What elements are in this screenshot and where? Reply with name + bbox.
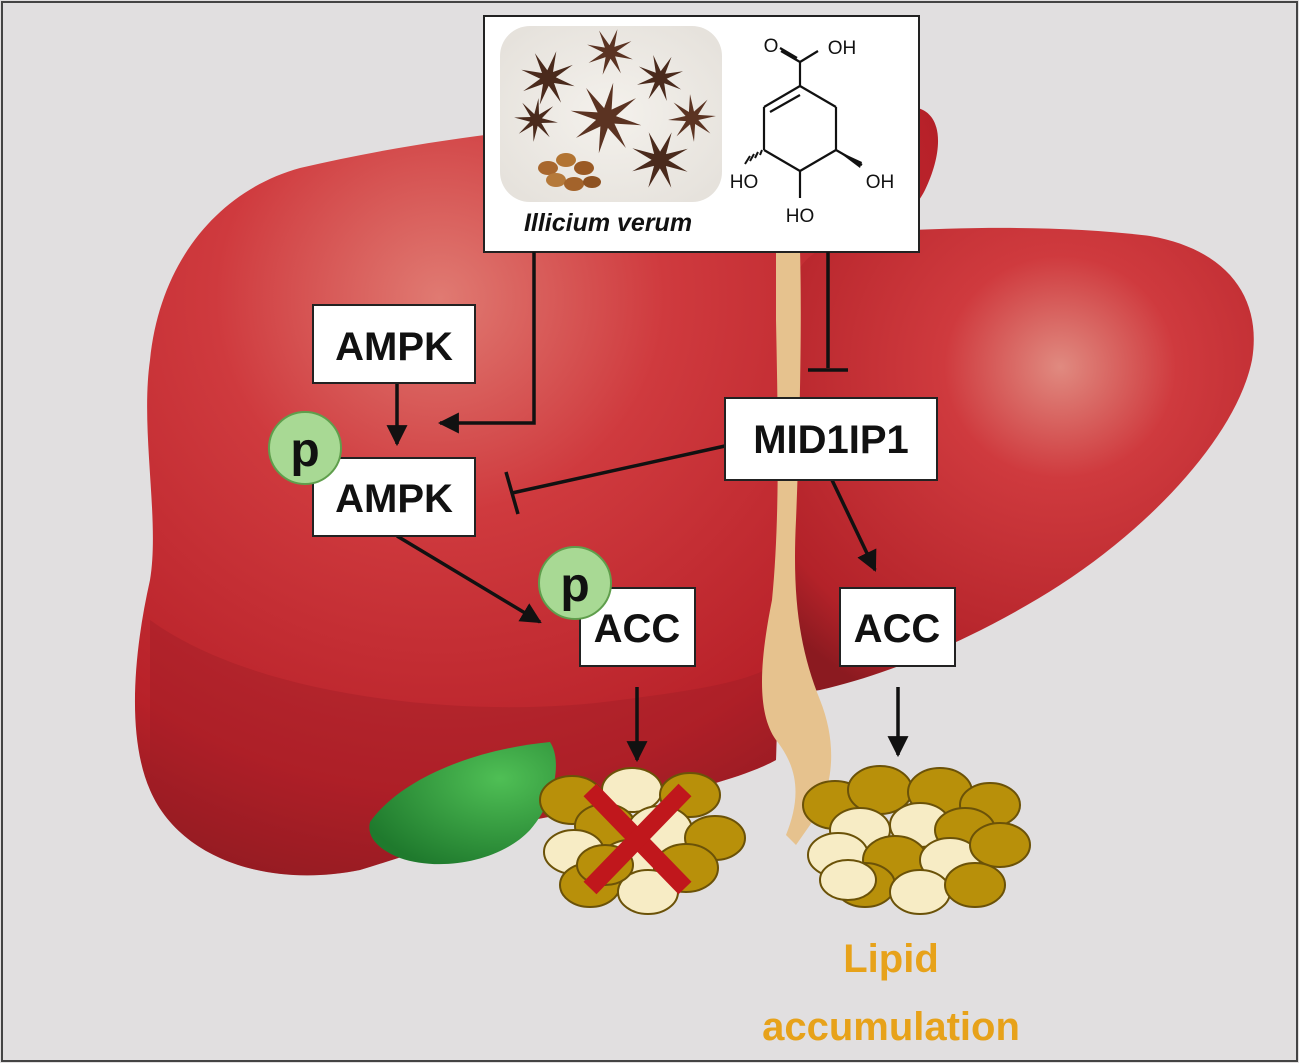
p-ampk-box [312, 457, 476, 537]
wedge-bond [836, 150, 862, 168]
ampk-box [312, 304, 476, 384]
chemical-structure [762, 47, 863, 198]
mid1ip1-box [724, 397, 938, 481]
liver-shadow [150, 620, 780, 876]
ampk-label: AMPK [335, 325, 453, 369]
p-ampk-label: AMPK [335, 477, 453, 521]
star-anise-fruit [637, 55, 683, 101]
star-anise-fruit [587, 29, 633, 75]
star-anise-fruit [514, 98, 558, 142]
chem-oh-right: OH [866, 172, 895, 193]
hash-bond [744, 149, 763, 165]
star-anise-fruits [514, 29, 716, 188]
lipid-label-line1: Lipid [843, 937, 939, 981]
phospho-label-acc: p [560, 559, 589, 612]
star-anise-fruit [521, 51, 575, 105]
lipid-droplet [889, 869, 951, 915]
inhibition-cross [583, 783, 692, 895]
liver-right-lobe [770, 227, 1254, 692]
chem-oh-top: OH [828, 38, 857, 59]
lipid-label-line2: accumulation [762, 1005, 1020, 1049]
lipid-cluster-accumulated [802, 765, 1031, 915]
lipid-droplet [944, 862, 1006, 908]
acc-label: ACC [854, 607, 941, 651]
gallbladder [369, 742, 556, 865]
lipid-droplet [819, 859, 877, 901]
species-label: Illicium verum [524, 209, 692, 237]
phospho-circle-acc [538, 546, 612, 620]
acc-box [839, 587, 956, 667]
chem-o-top: O [764, 36, 779, 57]
phospho-circle-ampk [268, 411, 342, 485]
p-acc-label: ACC [594, 607, 681, 651]
liver-left-lobe [134, 105, 939, 876]
chem-ho-bottom: HO [786, 206, 815, 227]
star-anise-seeds [538, 153, 601, 191]
phospho-label-ampk: p [290, 424, 319, 477]
lipid-droplet [969, 822, 1031, 868]
pathway-connectors [386, 252, 909, 763]
chem-ho-left: HO [730, 172, 759, 193]
star-anise-fruit [632, 132, 688, 188]
star-anise-fruit [570, 82, 642, 154]
star-anise-fruit [668, 94, 716, 142]
mid1ip1-label: MID1IP1 [753, 418, 909, 462]
